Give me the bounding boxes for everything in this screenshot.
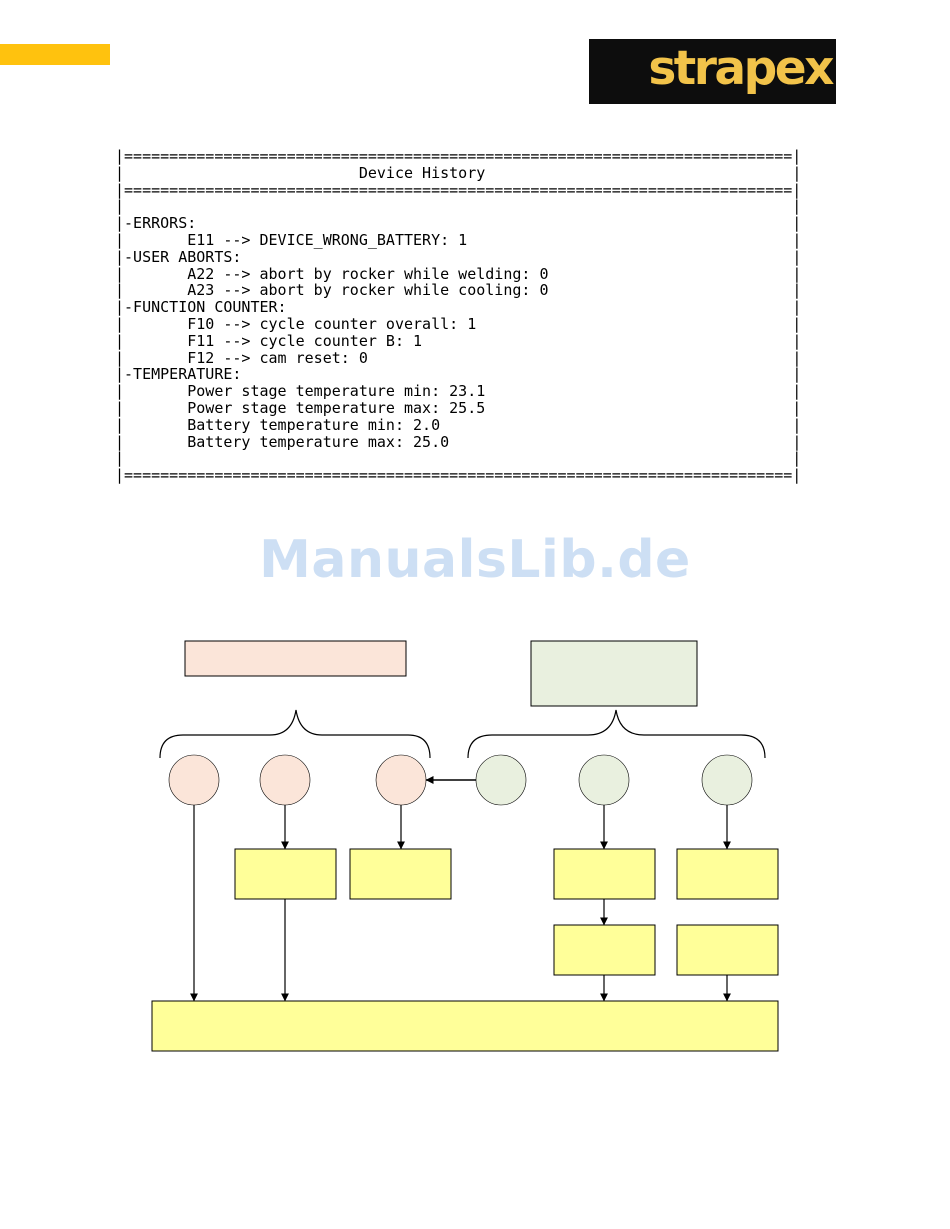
history-title: Device History [358, 163, 486, 182]
box-step-f [676, 924, 779, 976]
history-entry: Power stage temperature max: 25.5 [187, 398, 486, 417]
box-step-a [234, 848, 337, 900]
history-entry: A22 --> abort by rocker while welding: 0 [187, 264, 549, 283]
box-step-c [553, 848, 656, 900]
node-circle-6 [701, 754, 753, 806]
history-entry: Battery temperature max: 25.0 [187, 432, 450, 451]
logo-text: strapex [648, 41, 834, 96]
history-entry: A23 --> abort by rocker while cooling: 0 [187, 281, 549, 300]
node-circle-5 [578, 754, 630, 806]
history-entry: F12 --> cam reset: 0 [187, 348, 368, 367]
node-circle-1 [168, 754, 220, 806]
group-label-box-left [184, 640, 407, 677]
brace-right [467, 709, 766, 759]
accent-bar [0, 44, 110, 65]
history-entry: Power stage temperature min: 23.1 [187, 382, 486, 401]
box-step-e [553, 924, 656, 976]
brace-left [159, 709, 431, 759]
node-circle-4 [475, 754, 527, 806]
node-circle-3 [375, 754, 427, 806]
section-heading: -ERRORS: [124, 214, 197, 233]
section-heading: -TEMPERATURE: [124, 365, 242, 384]
history-entry: F10 --> cycle counter overall: 1 [187, 314, 477, 333]
device-history-console: |=======================================… [115, 147, 802, 485]
history-entry: E11 --> DEVICE_WRONG_BATTERY: 1 [187, 230, 468, 249]
watermark: ManualsLib.de [259, 530, 691, 590]
section-heading: -USER ABORTS: [124, 247, 242, 266]
box-step-d [676, 848, 779, 900]
section-heading: -FUNCTION COUNTER: [124, 298, 287, 317]
box-result-bar [151, 1000, 779, 1052]
history-entry: Battery temperature min: 2.0 [187, 415, 441, 434]
strapex-logo: strapex [589, 39, 836, 104]
node-circle-2 [259, 754, 311, 806]
group-label-box-right [530, 640, 698, 707]
box-step-b [349, 848, 452, 900]
history-entry: F11 --> cycle counter B: 1 [187, 331, 423, 350]
